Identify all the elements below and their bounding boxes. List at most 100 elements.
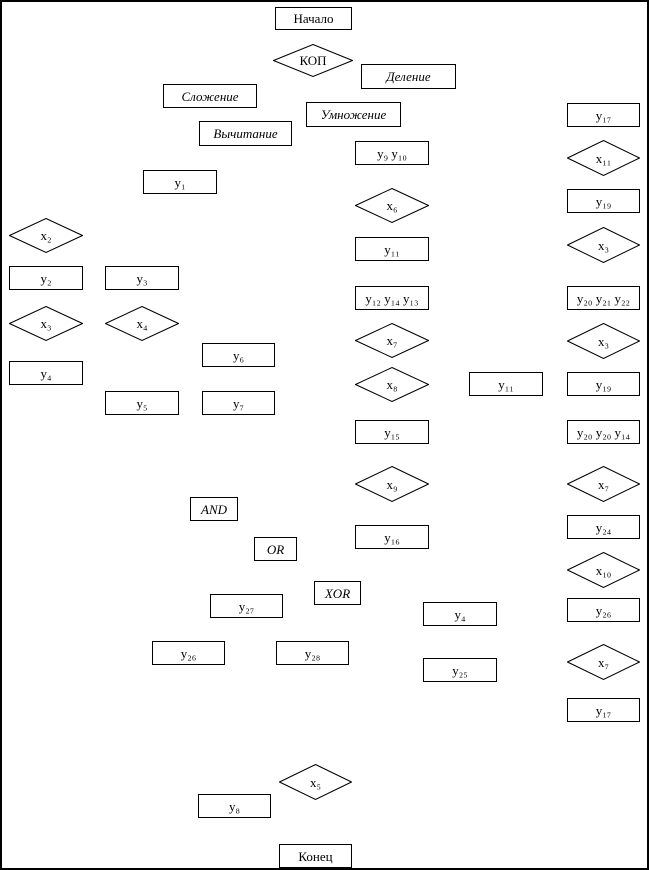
diamond-shape — [355, 367, 429, 402]
node-label: у₂₆ — [180, 645, 197, 661]
node-label: х₇ — [597, 476, 610, 492]
node-x4: х₄ — [105, 306, 179, 341]
node-y3: у₃ — [105, 266, 179, 290]
node-label: у₂₆ — [595, 602, 612, 618]
node-y17-right-2: у₁₇ — [567, 698, 640, 722]
diamond-shape — [9, 218, 83, 253]
node-x10-right: х₁₀ — [567, 552, 640, 588]
node-y16: у₁₆ — [355, 525, 429, 549]
node-label: у₂₅ — [452, 662, 468, 678]
node-label: у₈ — [228, 798, 241, 814]
node-label: х₃ — [597, 237, 610, 253]
node-label: у₅ — [136, 395, 148, 411]
diamond-shape — [105, 306, 179, 341]
node-label: у₂ — [40, 270, 52, 286]
diamond-shape — [355, 188, 429, 223]
node-label: х₇ — [597, 654, 610, 670]
node-label: у₂₀ у₂₁ у₂₂ — [576, 290, 631, 306]
node-x7-right-2: х₇ — [567, 644, 640, 680]
node-label: у₂₈ — [304, 645, 321, 661]
node-label: Умножение — [320, 107, 387, 122]
node-multiplication: Умножение — [306, 102, 401, 127]
diamond-shape — [567, 552, 640, 588]
node-label: у₆ — [232, 347, 245, 363]
node-xor: XOR — [314, 581, 361, 605]
node-label: у₁₇ — [595, 702, 612, 718]
node-y11-right: у₁₁ — [469, 372, 543, 396]
node-y12-y14-y13: у₁₂ у₁₄ у₁₃ — [355, 286, 429, 310]
node-y26: у₂₆ — [152, 641, 225, 665]
node-label: у₄ — [454, 606, 466, 622]
node-y20-y21-y22: у₂₀ у₂₁ у₂₂ — [567, 286, 640, 310]
node-x7-right-1: х₇ — [567, 466, 640, 502]
node-label: х₁₁ — [595, 150, 612, 166]
node-addition: Сложение — [163, 84, 257, 108]
node-y6: у₆ — [202, 343, 275, 367]
node-x6: х₆ — [355, 188, 429, 223]
node-start: Начало — [275, 7, 352, 30]
node-y4-mid: у₄ — [423, 602, 497, 626]
node-x5: х₅ — [279, 764, 352, 800]
node-y19-right-2: у₁₉ — [567, 372, 640, 396]
node-y17-right-1: у₁₇ — [567, 103, 640, 127]
node-y15: у₁₅ — [355, 420, 429, 444]
node-label: у₁₆ — [384, 529, 400, 545]
diamond-shape — [567, 323, 640, 359]
node-x7-mid: х₇ — [355, 323, 429, 358]
node-label: Начало — [293, 11, 334, 26]
node-label: AND — [201, 501, 227, 517]
node-x9: х₉ — [355, 466, 429, 502]
diamond-shape — [355, 323, 429, 358]
diamond-shape — [567, 466, 640, 502]
node-label: у₁₉ — [595, 193, 612, 209]
node-and: AND — [190, 497, 238, 521]
node-x8: х₈ — [355, 367, 429, 402]
node-y28: у₂₈ — [276, 641, 349, 665]
diamond-shape — [567, 140, 640, 176]
node-label: Деление — [386, 69, 431, 84]
node-label: у₄ — [40, 365, 52, 381]
node-label: у₂₇ — [238, 598, 255, 614]
node-label: у₁₇ — [595, 107, 612, 123]
node-label: у₂₀ у₂₀ у₁₄ — [576, 424, 631, 440]
node-y11-mid: у₁₁ — [355, 237, 429, 261]
node-y9-y10: у₉ у₁₀ — [355, 141, 429, 165]
node-y19-right-1: у₁₉ — [567, 189, 640, 213]
node-x3-right-2: х₃ — [567, 323, 640, 359]
node-label: х₈ — [386, 377, 398, 392]
node-end: Конец — [279, 844, 352, 868]
node-label: у₁₂ у₁₄ у₁₃ — [365, 290, 419, 306]
node-y1: у₁ — [143, 170, 217, 194]
node-label: OR — [266, 541, 285, 557]
node-label: х₄ — [136, 316, 148, 331]
node-label: х₇ — [386, 333, 398, 348]
node-y7: у₇ — [202, 391, 275, 415]
node-y27: у₂₇ — [210, 594, 283, 618]
node-label: х₂ — [40, 228, 52, 243]
node-y25: у₂₅ — [423, 658, 497, 682]
node-label: Сложение — [181, 88, 239, 104]
node-y8: у₈ — [198, 794, 271, 818]
diamond-shape — [9, 306, 83, 341]
node-label: у₁₁ — [498, 376, 514, 392]
node-y2: у₂ — [9, 266, 83, 290]
node-label: у₉ у₁₀ — [377, 145, 407, 161]
diamond-shape — [279, 764, 352, 800]
node-label: КОП — [299, 53, 327, 68]
node-label: у₃ — [136, 270, 148, 286]
node-label: у₁ — [174, 174, 186, 190]
node-label: Конец — [298, 848, 333, 864]
node-label: х₁₀ — [595, 562, 612, 578]
node-label: XOR — [324, 585, 351, 601]
node-y24: у₂₄ — [567, 515, 640, 539]
node-label: у₁₅ — [384, 424, 400, 440]
node-label: у₁₁ — [384, 241, 400, 257]
node-x2: х₂ — [9, 218, 83, 253]
node-x3-left: х₃ — [9, 306, 83, 341]
diamond-shape — [273, 44, 353, 77]
node-label: у₁₉ — [595, 376, 612, 392]
diamond-shape — [567, 644, 640, 680]
node-subtraction: Вычитание — [199, 121, 292, 146]
node-y26-right: у₂₆ — [567, 598, 640, 622]
